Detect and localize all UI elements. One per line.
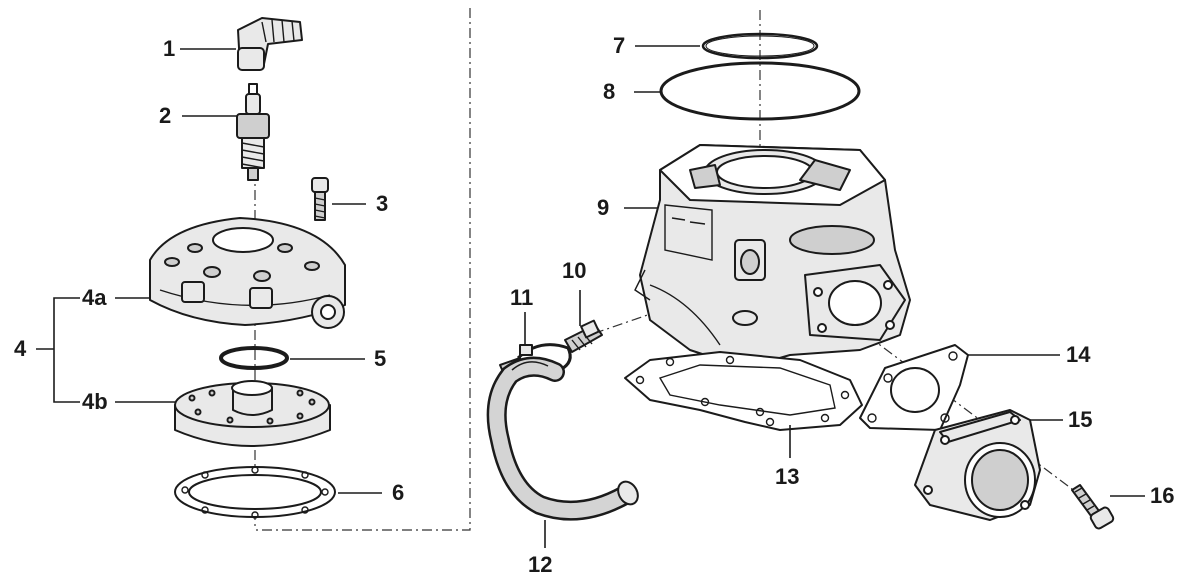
part-4a-head-cover[interactable] <box>149 217 346 329</box>
label-4[interactable]: 4 <box>14 336 27 361</box>
label-10[interactable]: 10 <box>562 258 587 283</box>
label-4a[interactable]: 4a <box>82 285 107 310</box>
label-1[interactable]: 1 <box>163 36 176 61</box>
part-8-ring[interactable] <box>659 61 861 121</box>
label-3[interactable]: 3 <box>376 191 389 216</box>
label-12[interactable]: 12 <box>528 552 553 577</box>
label-14[interactable]: 14 <box>1066 342 1091 367</box>
part-5-o-ring[interactable] <box>219 346 289 370</box>
part-9-cylinder[interactable] <box>634 144 911 369</box>
part-16-bolt[interactable] <box>1071 484 1115 530</box>
label-9[interactable]: 9 <box>597 195 610 220</box>
part-15-exhaust-flange[interactable] <box>914 409 1041 521</box>
part-10-fitting[interactable] <box>564 319 603 353</box>
label-11[interactable]: 11 <box>510 285 534 310</box>
leader-lines <box>36 45 1145 548</box>
part-3-screw[interactable] <box>311 177 329 221</box>
part-12-hose[interactable] <box>486 356 642 521</box>
label-4b[interactable]: 4b <box>82 389 108 414</box>
label-8[interactable]: 8 <box>603 79 616 104</box>
label-15[interactable]: 15 <box>1068 407 1093 432</box>
label-5[interactable]: 5 <box>374 346 387 371</box>
label-16[interactable]: 16 <box>1150 483 1175 508</box>
part-7-ring[interactable] <box>701 32 819 60</box>
label-13[interactable]: 13 <box>775 464 800 489</box>
label-2[interactable]: 2 <box>159 103 172 128</box>
part-2-spark-plug[interactable] <box>236 83 270 181</box>
part-4b-combustion-insert[interactable] <box>174 380 331 447</box>
part-13-base-gasket[interactable] <box>624 351 863 431</box>
part-6-head-gasket[interactable] <box>174 466 336 519</box>
part-14-flange-gasket[interactable] <box>859 344 969 431</box>
label-6[interactable]: 6 <box>392 480 405 505</box>
part-1-spark-plug-cap[interactable] <box>237 17 303 71</box>
label-7[interactable]: 7 <box>613 33 626 58</box>
